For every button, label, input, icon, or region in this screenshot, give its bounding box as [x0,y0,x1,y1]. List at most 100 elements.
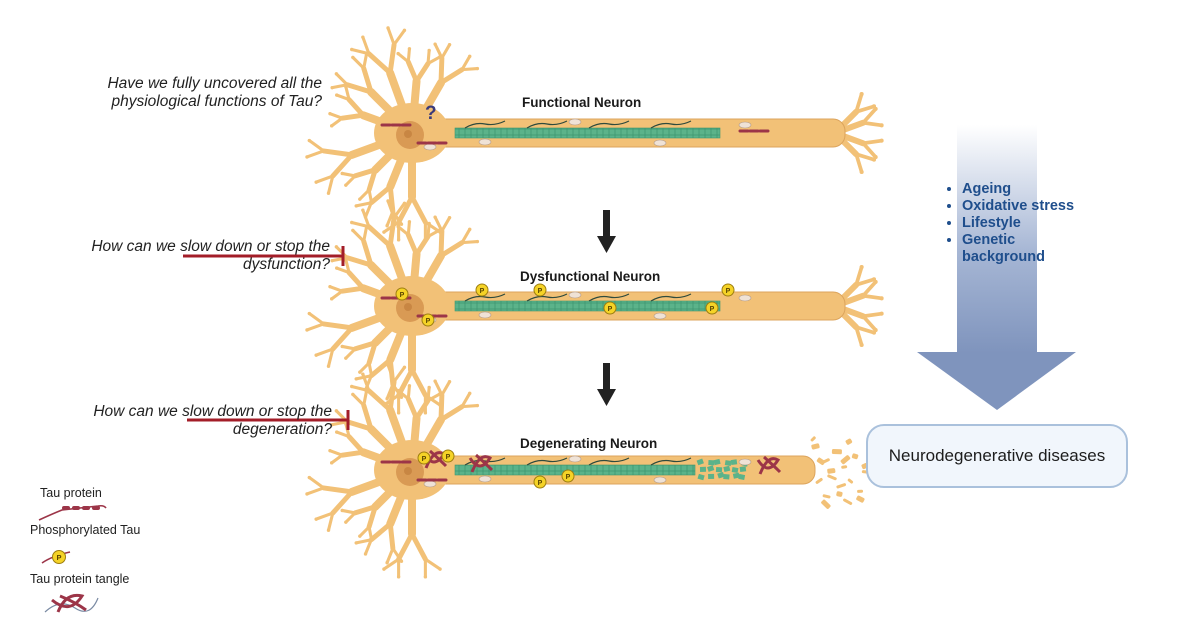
tau-tangle [756,455,782,475]
dendrite-branch [366,224,393,249]
dendrite-branch [362,51,369,70]
dendrite-tip [396,575,401,579]
dendrite-tip [427,385,431,390]
dendrite-branch [438,392,445,423]
tau-link [526,457,568,466]
dendrite-branch [460,227,472,245]
phospho-p-label: P [400,292,405,299]
phospho-p-label: P [538,480,543,487]
dendrite-branch [305,486,326,496]
microtubule-fragment [696,458,704,466]
dendrite-tip [447,42,452,47]
dendrite-branch [344,258,351,275]
dendrite-tip [326,364,331,368]
dendrite-branch [854,277,876,287]
dendrite-tip [363,552,368,556]
dendrite-branch [321,485,355,495]
dendrite-branch [387,521,396,551]
dendrite-branch [433,215,444,233]
dendrite-branch [330,489,355,516]
dendrite-tip [361,372,365,376]
dendrite-tip [354,377,358,381]
dendrite-branch [460,67,479,72]
dendrite-branch [426,392,441,403]
tau-bead [72,506,80,510]
microtubule-fragment [723,465,731,472]
dendrite-branch [328,449,344,457]
dendrite-branch [363,538,373,556]
dendrite-branch [426,48,431,66]
legend-tangle-label: Tau protein tangle [30,572,130,586]
dendrite-tip [314,517,318,521]
dendrite-tip [305,155,309,159]
dendrite-tip [314,353,318,357]
inhibit-marker-dysfunction [183,246,345,266]
dendrite-tip [879,138,884,143]
dendrite-branch [344,174,357,187]
dendrite-tip [350,47,354,52]
axon-fragment [840,455,851,465]
dendrite-tip [468,227,472,232]
dendrite-branch [854,92,864,114]
question-slow-dysfunction: How can we slow down or stop the dysfunc… [91,238,330,273]
dendrite-branch [426,385,431,403]
dendrite-branch [438,55,445,86]
axon-fragment [827,474,837,481]
dendrite-tip [330,85,334,90]
dendrite-tip [859,264,864,270]
dendrite-branch [344,82,374,95]
nucleolus [404,467,412,475]
dendrite-branch [361,238,374,268]
phospho-tau-marker [533,475,547,489]
dendrite-tip [396,388,400,393]
phospho-p-label: P [726,288,731,295]
dendrite-branch [344,255,374,268]
dendrite-tip [335,266,339,270]
dendrite-branch [352,504,378,516]
microtubule-fragment [731,467,739,474]
tau-link [464,120,506,129]
dendrite-tip [351,392,355,397]
dendrite-tip [344,183,348,187]
risk-factor-item: Lifestyle [962,215,1102,232]
dendrite-tip [396,224,400,229]
dendrite-branch [861,293,884,301]
microtubule-fragment [699,466,707,472]
legend-tau-label: Tau protein [40,486,102,500]
legend-tangle-icon [44,593,99,613]
phospho-tau-marker [705,301,719,315]
microtubule-fragment [724,460,732,467]
microtubule-fragment [730,459,738,466]
dendrite-branch [339,112,366,121]
dendrite-branch [330,325,355,352]
dendrite-branch [330,420,349,427]
risk-factor-item: Oxidative stress [962,198,1102,215]
dendrite-branch [351,392,366,407]
dendrite-branch [440,43,452,60]
dendrite-tip [344,356,348,360]
tau-link [650,120,692,129]
phospho-tau-marker [475,283,489,297]
dendrite-tip [427,221,431,226]
dendrite-branch [307,138,326,153]
vesicle [478,138,492,146]
phospho-p-label: P [426,318,431,325]
dendrite-tip [879,296,884,301]
dendrite-branch [350,47,371,56]
dendrite-branch [396,225,410,237]
dendrite-branch [433,42,444,60]
axon-fragment [847,478,854,484]
vesicle [568,291,582,299]
dendrite-branch [361,65,374,95]
dendrite-branch [305,149,326,159]
dendrite-branch [387,215,397,249]
dendrite-tip [328,111,332,116]
dendrite-tip [879,311,884,316]
tau-link [526,293,568,302]
dendrite-branch [314,511,335,521]
dendrite-branch [326,347,335,368]
axon-fragment [856,495,865,503]
dendrite-tip [328,448,332,453]
dendrite-tip [307,311,312,316]
dendrite-tip [433,215,437,219]
